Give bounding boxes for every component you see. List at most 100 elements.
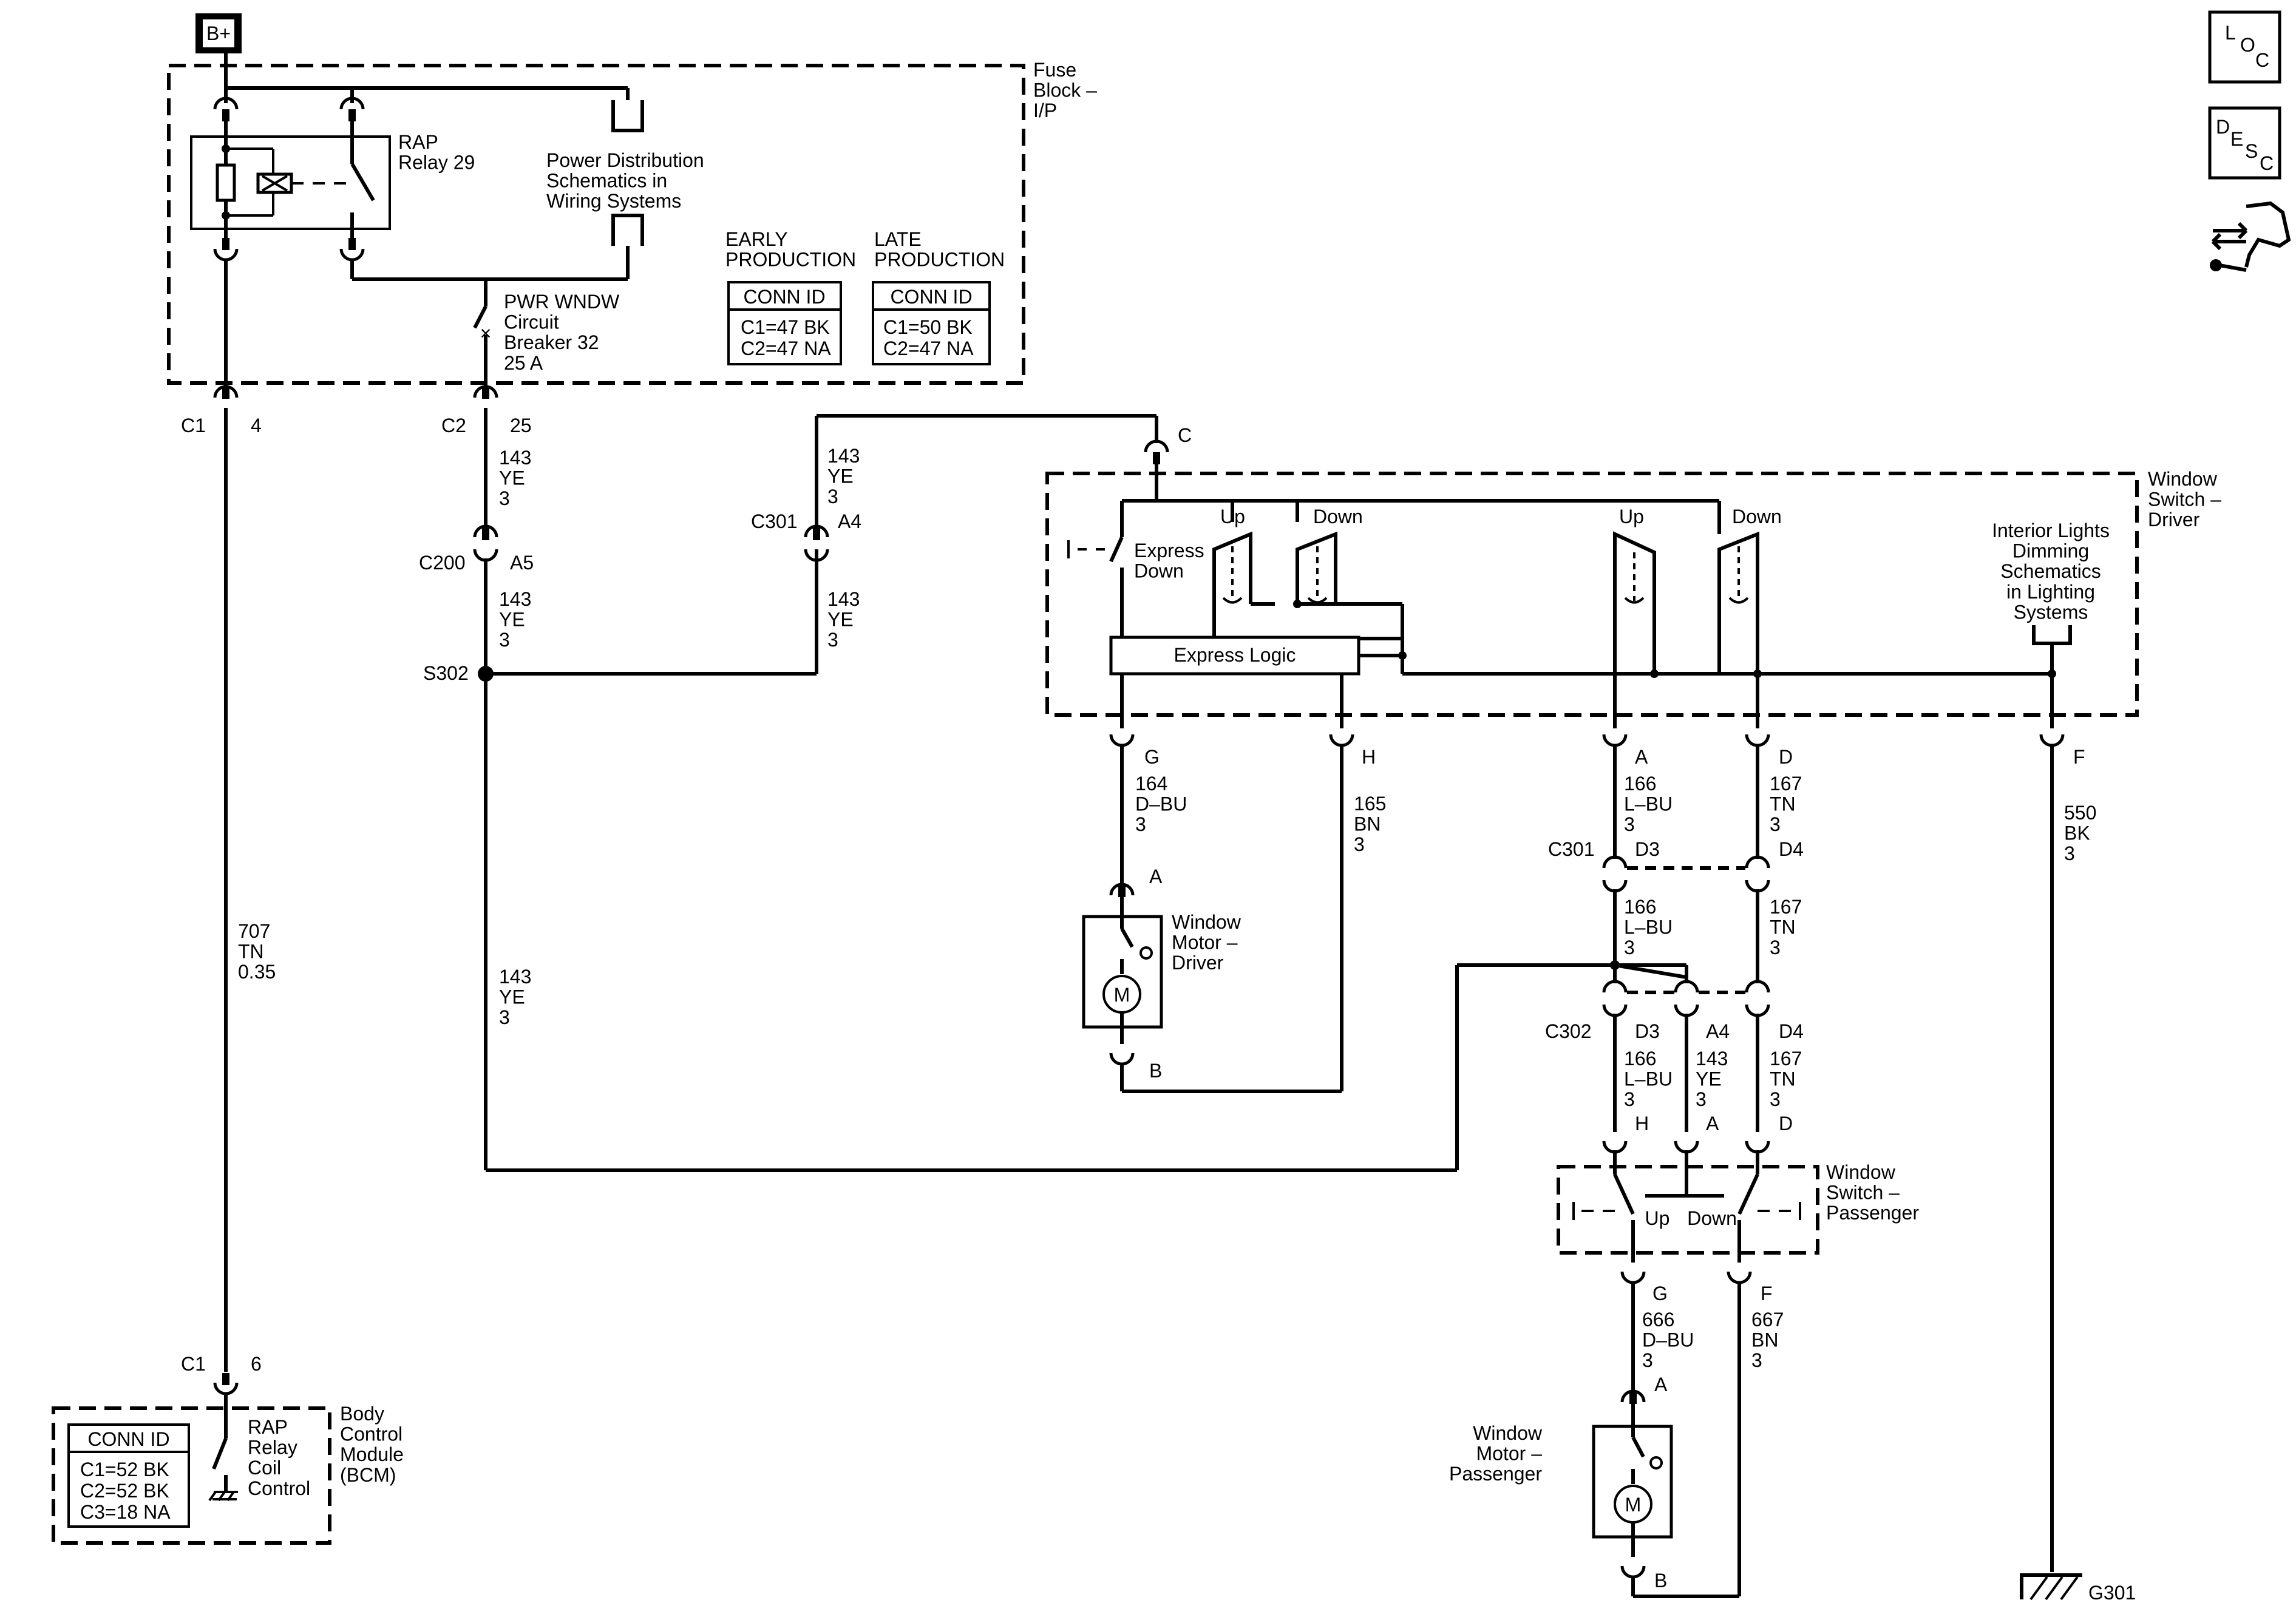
early-conn-row: C1=47 BK	[741, 316, 830, 338]
icon-letter: O	[2240, 34, 2255, 56]
text-line: 3	[499, 487, 510, 509]
text-line: Window	[1172, 911, 1241, 933]
text-line: 3	[1624, 813, 1635, 835]
connector-pin: B	[1149, 1060, 1162, 1082]
text-line: Switch –	[1826, 1182, 1900, 1204]
text-line: 3	[1354, 833, 1365, 855]
location-icon	[2208, 10, 2281, 84]
text-line: L–BU	[1624, 1068, 1673, 1090]
thermal-protector-icon	[1140, 946, 1153, 960]
text-line: Down	[1134, 560, 1184, 582]
ground-label: G301	[2088, 1582, 2136, 1604]
text-line: 143	[827, 445, 860, 467]
connector-label: C1	[181, 1353, 206, 1375]
connector-pin: H	[1362, 746, 1376, 768]
late-conn-id-table	[872, 281, 991, 365]
switch-down-label: Down	[1732, 506, 1782, 527]
text-line: Wiring Systems	[546, 190, 681, 212]
text-line: Fuse	[1033, 59, 1076, 81]
text-line: 143	[1696, 1048, 1728, 1070]
connector-pin: B	[1654, 1570, 1667, 1592]
text-line: TN	[1770, 917, 1796, 938]
text-line: 167	[1770, 773, 1802, 795]
text-line: RAP	[398, 131, 438, 153]
text-line: Power Distribution	[546, 149, 704, 171]
text-line: 143	[499, 447, 531, 469]
text-line: YE	[827, 466, 854, 487]
battery-label: B+	[206, 22, 231, 44]
early-conn-id-table	[727, 281, 842, 365]
icon-letter: E	[2230, 128, 2243, 150]
text-line: Relay 29	[398, 152, 475, 174]
express-logic-box	[1109, 636, 1360, 676]
text-line: 3	[1751, 1349, 1762, 1371]
description-button[interactable]: D E S C	[2208, 106, 2281, 180]
text-line: Systems	[2014, 601, 2088, 623]
connector-pin: A	[1654, 1374, 1668, 1395]
text-line: 166	[1624, 896, 1656, 918]
express-logic-label: Express Logic	[1174, 644, 1296, 666]
location-button[interactable]: L O C	[2208, 10, 2281, 84]
text-line: 3	[499, 1006, 510, 1028]
switch-up-label: Up	[1220, 506, 1245, 527]
text-line: TN	[1770, 793, 1796, 815]
connector-pin: D4	[1779, 1020, 1804, 1042]
breaker-x-icon: ×	[480, 322, 492, 344]
connector-pin: D4	[1779, 838, 1804, 860]
switch-up-label: Up	[1645, 1207, 1670, 1229]
rap-relay-box	[190, 135, 391, 230]
icon-letter: C	[2260, 152, 2274, 174]
connector-pin: G	[1144, 746, 1160, 768]
thermal-protector-icon	[1649, 1456, 1663, 1470]
late-conn-id-title: CONN ID	[890, 286, 972, 308]
text-line: D–BU	[1135, 793, 1187, 815]
text-line: 3	[827, 629, 838, 651]
connector-pin: D3	[1635, 838, 1660, 860]
text-line: 3	[1770, 813, 1781, 835]
text-line: PRODUCTION	[725, 249, 856, 271]
text-line: 3	[1770, 1088, 1781, 1110]
connector-pin: A	[1149, 866, 1163, 887]
connector-pin: A	[1706, 1113, 1719, 1134]
connector-pin: 6	[251, 1353, 262, 1375]
text-line: Passenger	[1449, 1463, 1542, 1485]
switch-down-label: Down	[1687, 1207, 1737, 1229]
text-line: Circuit	[504, 311, 559, 333]
text-line: I/P	[1033, 100, 1057, 121]
connector-pin: 25	[510, 415, 532, 436]
text-line: 3	[1624, 1088, 1635, 1110]
passenger-down-switch-icon	[1717, 531, 1759, 674]
text-line: in Lighting	[2006, 581, 2095, 603]
service-tools-button[interactable]	[2210, 201, 2291, 272]
text-line: Control	[248, 1477, 310, 1499]
connector-pin: D	[1779, 1113, 1793, 1134]
text-line: 164	[1135, 773, 1167, 795]
text-line: 3	[499, 629, 510, 651]
connector-pin: D3	[1635, 1020, 1660, 1042]
late-conn-row: C2=47 NA	[883, 337, 974, 359]
text-line: Passenger	[1826, 1202, 1919, 1224]
text-line: Module	[340, 1443, 404, 1465]
text-line: 166	[1624, 1048, 1656, 1070]
text-line: TN	[1770, 1068, 1796, 1090]
connector-label: C1	[181, 415, 206, 436]
text-line: Window	[1826, 1161, 1896, 1183]
text-line: YE	[499, 609, 525, 631]
